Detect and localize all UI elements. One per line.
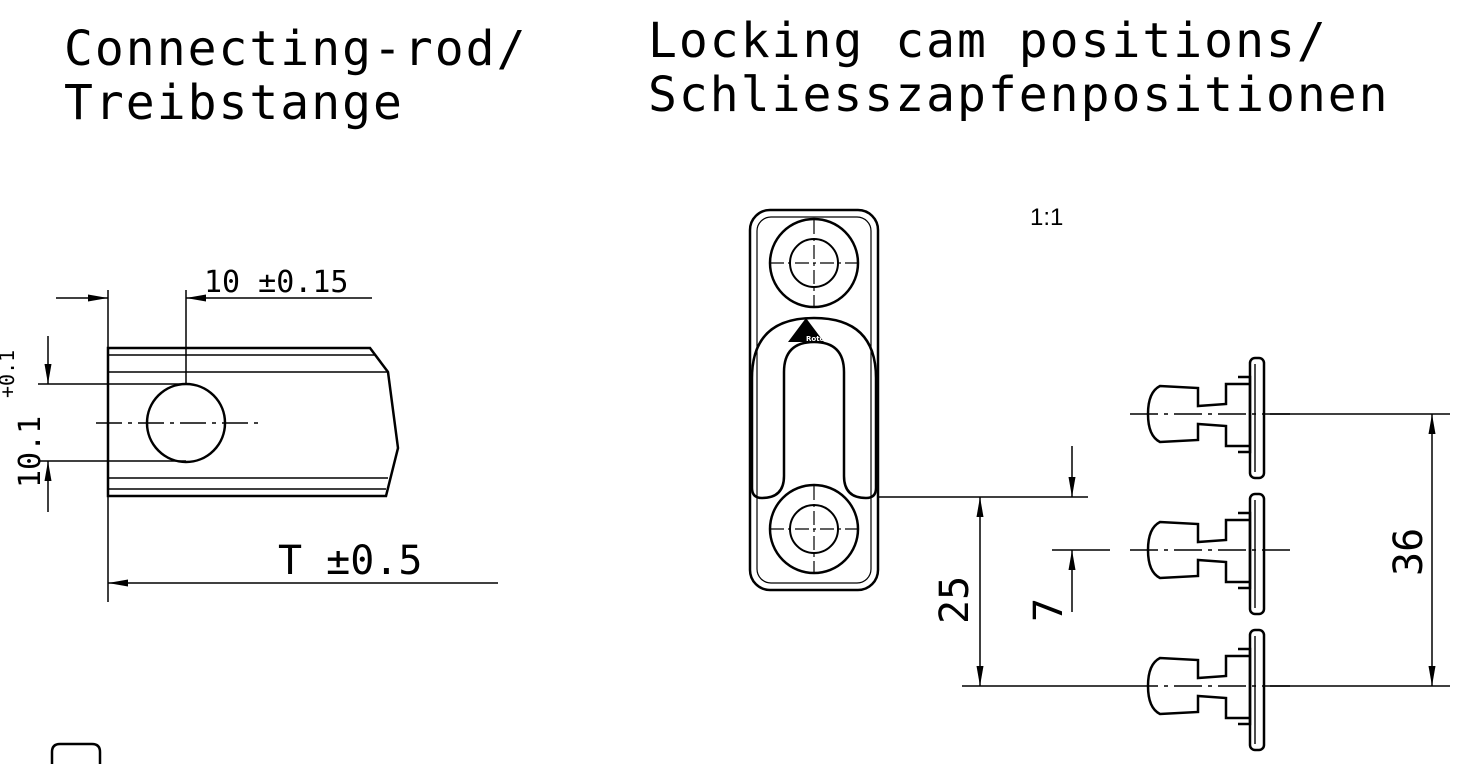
title-line-1: Locking cam positions/	[648, 13, 1328, 69]
title-line-2: Treibstange	[64, 75, 404, 131]
title-line-2: Schliesszapfenpositionen	[648, 67, 1390, 123]
cam-dimensions: 25 7 36	[878, 413, 1450, 687]
cam-dimension-7: 7	[1026, 598, 1072, 622]
scale-label: 1:1	[1030, 204, 1063, 231]
rod-hole-height-dimension: 10.1	[13, 416, 48, 488]
rod-hole-height-tolerance: +0.1	[0, 350, 19, 398]
locking-cams	[1128, 356, 1292, 752]
rod-offset-dimension: 10 ±0.15	[204, 265, 349, 300]
keeper-logo-text: Roto	[806, 335, 825, 343]
locking-cam-bottom	[1128, 628, 1292, 752]
cam-dimension-25: 25	[932, 576, 978, 624]
connecting-rod-title: Connecting-rod/ Treibstange	[64, 22, 527, 130]
title-line-1: Connecting-rod/	[64, 21, 528, 77]
roto-logo-icon	[788, 318, 824, 342]
cam-dimension-36: 36	[1386, 528, 1432, 576]
locking-cam-top	[1128, 356, 1292, 480]
connecting-rod: 10 ±0.15 10.1 +0.1 T ±0.5	[0, 265, 498, 764]
keeper-plate: Roto	[748, 208, 880, 592]
rod-length-dimension: T ±0.5	[278, 538, 423, 584]
locking-cam-title: Locking cam positions/ Schliesszapfenpos…	[648, 14, 1390, 122]
locking-cam-middle	[1128, 492, 1292, 616]
